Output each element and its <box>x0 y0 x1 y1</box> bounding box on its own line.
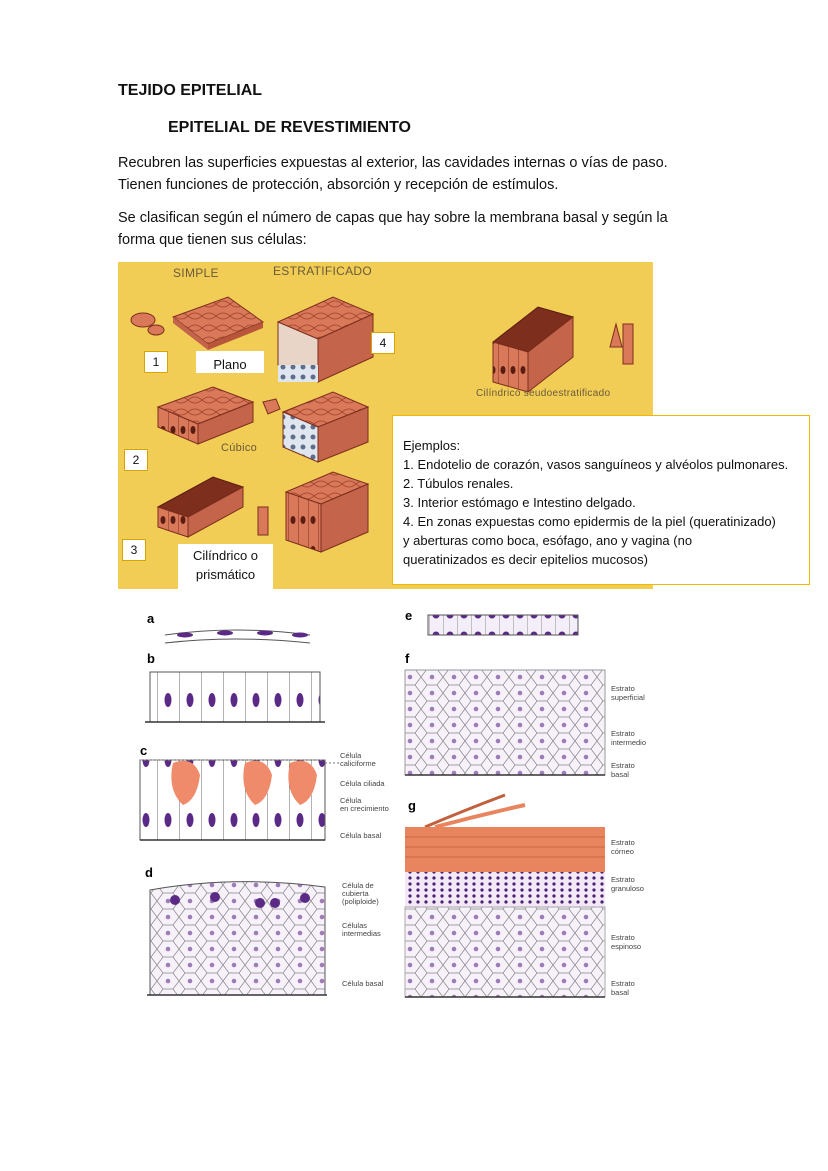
diagram-a-simple-squamous <box>164 629 311 644</box>
c-label-5: en crecimiento <box>340 804 389 813</box>
example-line-1: 1. Endotelio de corazón, vasos sanguíneo… <box>403 457 789 472</box>
label-cilindrico-line-1: Cilíndrico o <box>192 548 259 563</box>
g-label-2: córneo <box>611 847 634 856</box>
d-label-2: cubierta <box>342 889 370 898</box>
d-label-1: Célula de <box>342 881 374 890</box>
diagram-b-simple-cuboidal <box>145 671 325 723</box>
d-label-6: Célula basal <box>342 979 384 988</box>
g-label-5: Estrato <box>611 933 635 942</box>
simple-cuboidal-block <box>156 386 281 445</box>
histology-diagrams: a b c Célula caliciforme Célula ciliada … <box>139 608 646 998</box>
intro-line-1: Recubren las superficies expuestas al ex… <box>118 155 668 171</box>
example-line-6: queratinizados es decir epitelios mucoso… <box>403 552 648 567</box>
examples-heading: Ejemplos: <box>403 438 461 453</box>
classification-paragraph: Se clasifican según el número de capas q… <box>118 207 668 251</box>
example-line-5: y aberturas como boca, esófago, ano y va… <box>403 533 693 548</box>
g-label-4: granuloso <box>611 884 644 893</box>
diagram-c-labels: Célula caliciforme Célula ciliada Célula… <box>325 751 389 840</box>
c-label-2: caliciforme <box>340 759 376 768</box>
label-b: b <box>147 651 155 666</box>
label-pseudostratified: Cilíndrico seudoestratificado <box>476 388 611 399</box>
diagram-f-labels: Estrato superficial Estrato intermedio E… <box>611 684 646 779</box>
intro-paragraph: Recubren las superficies expuestas al ex… <box>118 152 668 196</box>
diagram-e-stratified-cuboidal <box>427 614 579 636</box>
section-title: EPITELIAL DE REVESTIMIENTO <box>168 119 411 136</box>
number-4: 4 <box>371 332 395 354</box>
epithelium-blocks-drawing <box>130 296 634 553</box>
page-title: TEJIDO EPITELIAL <box>118 82 263 99</box>
stratified-columnar-block <box>284 471 370 553</box>
label-cilindrico-line-2: prismático <box>195 567 256 582</box>
label-a: a <box>147 611 155 626</box>
f-label-5: Estrato <box>611 761 635 770</box>
g-label-7: Estrato <box>611 979 635 988</box>
pseudostratified-block <box>491 306 634 394</box>
f-label-3: Estrato <box>611 729 635 738</box>
diagram-f-stratified-squamous <box>404 669 606 776</box>
classification-line-2: forma que tienen sus células: <box>118 232 307 248</box>
diagram-d-labels: Célula de cubierta (poliploide) Células … <box>342 881 384 988</box>
stratified-cuboidal-block <box>281 391 370 463</box>
diagram-g-keratinized-epidermis <box>404 793 606 998</box>
f-label-2: superficial <box>611 693 645 702</box>
examples-box: Ejemplos: 1. Endotelio de corazón, vasos… <box>392 415 810 585</box>
simple-columnar-block <box>156 476 269 538</box>
header-simple: SIMPLE <box>173 266 219 280</box>
g-label-6: espinoso <box>611 942 641 951</box>
diagram-c-pseudostratified <box>139 759 326 841</box>
label-cubico: Cúbico <box>221 442 258 454</box>
number-3: 3 <box>122 539 146 561</box>
diagram-g-labels: Estrato córneo Estrato granuloso Estrato… <box>611 838 644 997</box>
label-c: c <box>140 743 147 758</box>
label-d: d <box>145 865 153 880</box>
c-label-6: Célula basal <box>340 831 382 840</box>
f-label-6: basal <box>611 770 629 779</box>
g-label-8: basal <box>611 988 629 997</box>
header-estratificado: ESTRATIFICADO <box>273 264 373 278</box>
label-e: e <box>405 608 412 623</box>
d-label-4: Células <box>342 921 367 930</box>
g-label-1: Estrato <box>611 838 635 847</box>
d-label-3: (poliploide) <box>342 897 379 906</box>
label-f: f <box>405 651 410 666</box>
f-label-1: Estrato <box>611 684 635 693</box>
d-label-5: intermedias <box>342 929 381 938</box>
diagram-d-transitional <box>147 881 327 996</box>
g-label-3: Estrato <box>611 875 635 884</box>
c-label-4: Célula <box>340 796 362 805</box>
label-plano: Plano <box>196 351 264 373</box>
intro-line-2: Tienen funciones de protección, absorció… <box>118 177 559 193</box>
stratified-squamous-block <box>276 296 375 383</box>
c-label-3: Célula ciliada <box>340 779 385 788</box>
number-1: 1 <box>144 351 168 373</box>
example-line-4: 4. En zonas expuestas como epidermis de … <box>403 514 776 529</box>
number-2: 2 <box>124 449 148 471</box>
c-label-1: Célula <box>340 751 362 760</box>
label-g: g <box>408 798 416 813</box>
simple-squamous-block <box>130 296 265 350</box>
example-line-2: 2. Túbulos renales. <box>403 476 514 491</box>
label-cilindrico: Cilíndrico o prismático <box>178 544 273 589</box>
f-label-4: intermedio <box>611 738 646 747</box>
example-line-3: 3. Interior estómago e Intestino delgado… <box>403 495 636 510</box>
classification-line-1: Se clasifican según el número de capas q… <box>118 210 668 226</box>
